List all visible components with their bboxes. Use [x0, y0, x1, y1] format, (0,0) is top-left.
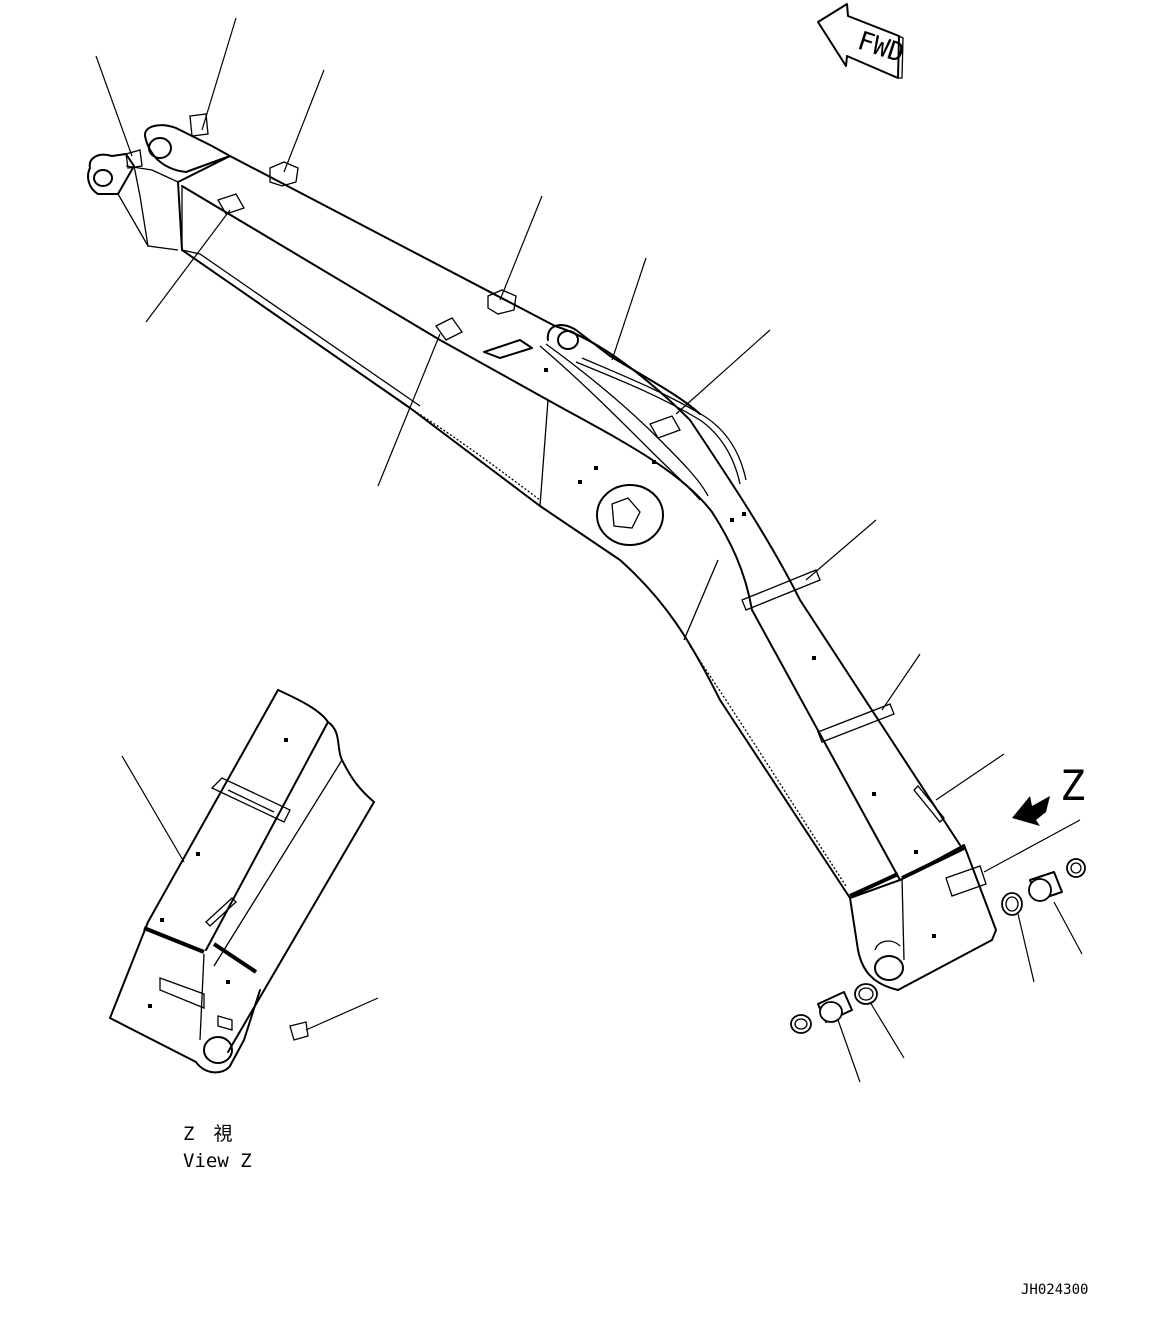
fwd-arrow-icon: FWD	[817, 3, 908, 79]
view-label-jp: Z 視	[183, 1123, 232, 1145]
seal-ring	[854, 983, 878, 1005]
view-direction-arrow-icon	[1012, 796, 1050, 826]
bushing-set	[790, 858, 1086, 1034]
view-z-detail	[109, 689, 375, 1074]
seal-ring	[790, 1014, 812, 1034]
boom-main-view	[87, 113, 997, 991]
seal-ring	[1001, 892, 1023, 916]
drawing-id: JH024300	[1021, 1282, 1088, 1298]
view-label-en: View Z	[183, 1150, 252, 1172]
seal-ring	[1066, 858, 1086, 878]
leader-lines	[95, 17, 1083, 1083]
z-label: Z	[1060, 761, 1085, 810]
